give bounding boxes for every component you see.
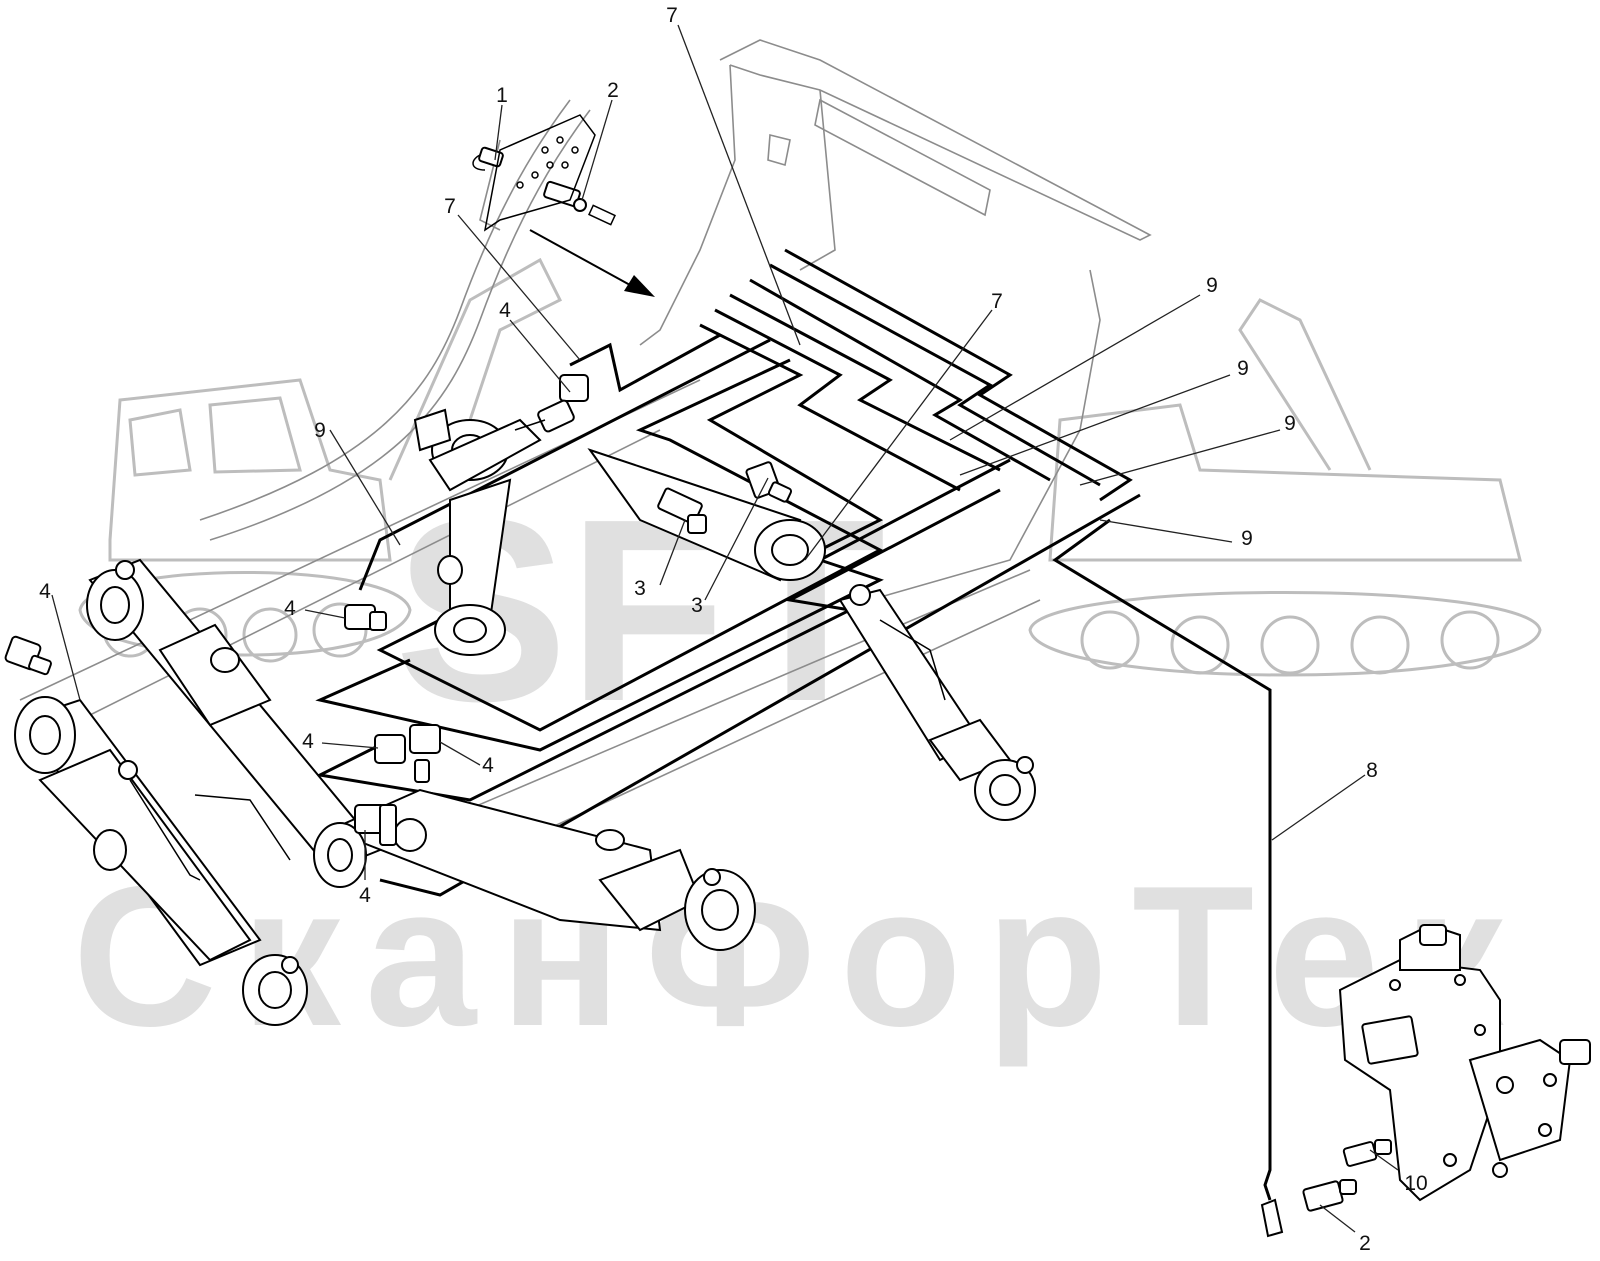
callout-3: 3 <box>634 577 646 600</box>
control-valve <box>1338 923 1591 1202</box>
perforated-plate <box>483 114 596 232</box>
callout-9: 9 <box>1237 357 1249 380</box>
callout-4: 4 <box>284 597 296 620</box>
callout-4: 4 <box>39 580 51 603</box>
pipe-lower-loop-1 <box>376 358 884 732</box>
pipe-left-b <box>358 338 771 591</box>
callout-10: 10 <box>1404 1172 1427 1195</box>
callout-8: 8 <box>1366 759 1378 782</box>
callout-9: 9 <box>1241 527 1253 550</box>
callout-2: 2 <box>1359 1232 1371 1255</box>
fitting-3-right <box>745 461 793 503</box>
fitting-10 <box>1342 1139 1392 1167</box>
callout-labels: 1 2 2 3 3 4 4 4 4 4 4 7 7 7 8 9 9 9 9 9 … <box>39 4 1428 1255</box>
fitting-4-far-left <box>4 635 52 676</box>
callout-2: 2 <box>607 79 619 102</box>
pipe-lower-loop-2 <box>315 458 1011 752</box>
watermark-machine-outline-right <box>1028 298 1542 677</box>
pipe-left-a <box>569 333 721 393</box>
pipe-bundle-3 <box>749 278 1051 482</box>
pipe-bundle-5 <box>714 308 961 492</box>
pipe-bundle-6 <box>699 323 884 572</box>
fitting-1 <box>472 146 504 171</box>
pipe-bundle-1 <box>784 248 1133 502</box>
cylinder-left-lower <box>14 696 308 1026</box>
pipe-8 <box>1052 518 1272 1201</box>
fittings <box>4 114 793 846</box>
fitting-2-top <box>543 180 616 226</box>
pipe-bundle-4 <box>729 293 1001 472</box>
callout-7: 7 <box>666 4 678 27</box>
watermark-company-text: СканФорТек <box>72 845 1527 1068</box>
assembly-direction-arrow <box>529 229 655 297</box>
callout-4: 4 <box>499 299 511 322</box>
fitting-4-mid-left <box>344 604 387 631</box>
cylinder-bottom-center <box>313 788 756 951</box>
cylinder-left-upper <box>86 558 382 872</box>
callout-4: 4 <box>359 884 371 907</box>
fitting-3-left <box>657 487 707 534</box>
leader-lines <box>51 24 1399 1233</box>
callout-4: 4 <box>302 730 314 753</box>
pipe-bundle-2 <box>769 263 1101 487</box>
callout-9: 9 <box>1206 274 1218 297</box>
hydraulic-cylinders <box>14 408 1036 1026</box>
callout-9: 9 <box>314 419 326 442</box>
pipe-lower-loop-3 <box>315 488 1001 802</box>
callout-7: 7 <box>444 195 456 218</box>
callout-3: 3 <box>691 594 703 617</box>
callout-9: 9 <box>1284 412 1296 435</box>
callout-4: 4 <box>482 754 494 777</box>
callout-7: 7 <box>991 290 1003 313</box>
fitting-4-cluster <box>354 724 441 846</box>
callout-1: 1 <box>496 84 508 107</box>
cylinder-right-center <box>838 584 1036 821</box>
watermark: SFT СканФорТек <box>72 257 1542 1068</box>
fitting-2-bottom <box>1260 1179 1357 1238</box>
hydraulic-pipes <box>315 248 1272 1201</box>
fitting-4-top-elbow <box>514 374 589 433</box>
